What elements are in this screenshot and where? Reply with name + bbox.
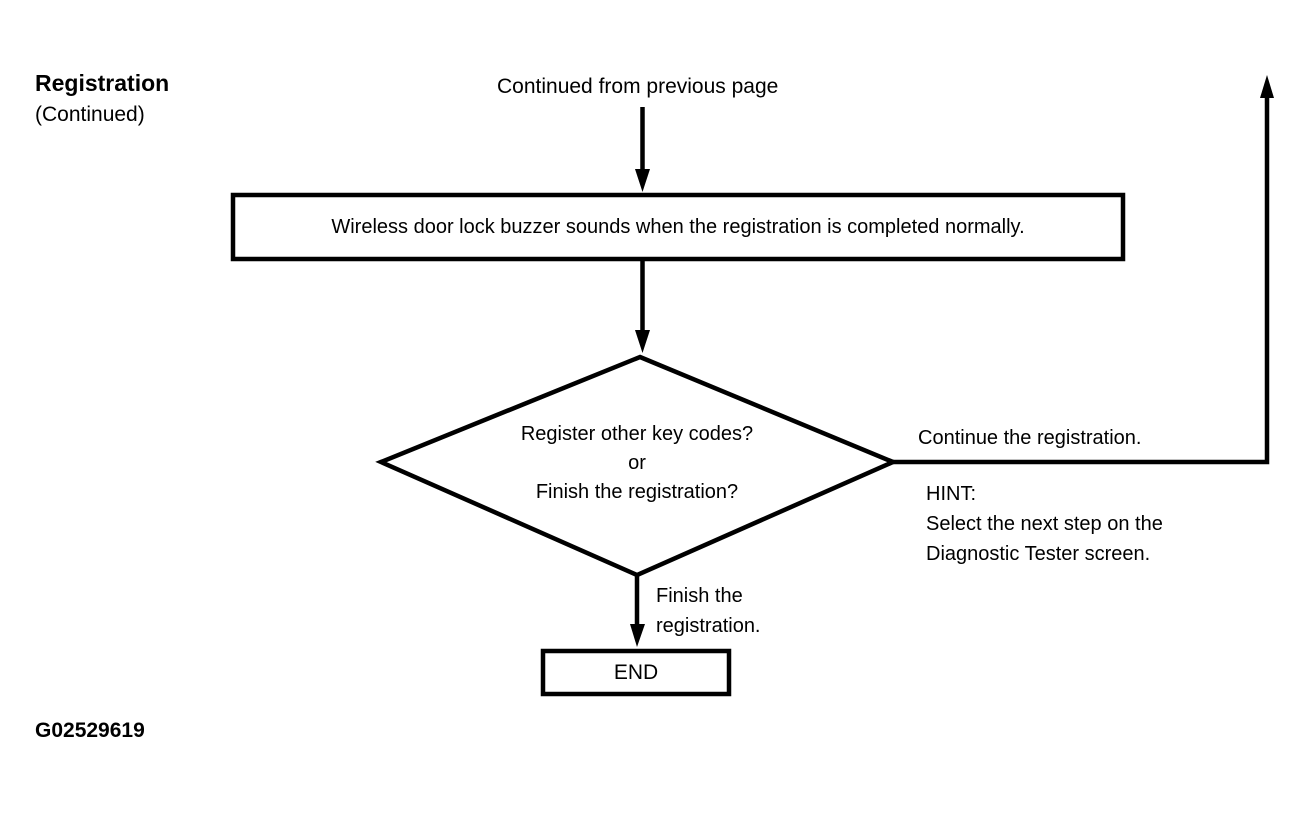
finish-branch-label: Finish the registration.: [656, 581, 761, 641]
figure-id: G02529619: [35, 719, 145, 742]
page-title: Registration: [35, 70, 170, 96]
decision-line-3: Finish the registration?: [535, 481, 739, 503]
end-box-label: END: [613, 660, 659, 684]
finish-label-line-2: registration.: [656, 615, 761, 637]
continue-branch-line: [891, 95, 1270, 465]
entry-label: Continued from previous page: [497, 75, 779, 98]
decision-line-2: or: [628, 452, 646, 474]
continue-branch-label: Continue the registration.: [918, 427, 1142, 449]
hint-block: HINT: Select the next step on the Diagno…: [926, 479, 1163, 569]
process-box: Wireless door lock buzzer sounds when th…: [233, 195, 1123, 259]
decision-line-1: Register other key codes?: [520, 423, 754, 445]
process-box-label: Wireless door lock buzzer sounds when th…: [331, 215, 1025, 238]
finish-label-line-1: Finish the: [656, 585, 743, 607]
decision-diamond: Register other key codes? or Finish the …: [437, 420, 837, 507]
hint-line-1: Select the next step on the: [926, 513, 1163, 535]
arrow-down-icon: [635, 169, 650, 192]
end-box-outline: [540, 648, 732, 697]
hint-line-2: Diagnostic Tester screen.: [926, 543, 1151, 565]
hint-title: HINT:: [926, 483, 976, 505]
arrow-up-icon: [1260, 75, 1274, 98]
arrow-down-icon: [635, 330, 650, 353]
arrow-down-icon: [630, 624, 645, 647]
page-subtitle: (Continued): [35, 103, 145, 126]
process-box-outline: [230, 192, 1126, 262]
end-box: END: [543, 651, 729, 694]
